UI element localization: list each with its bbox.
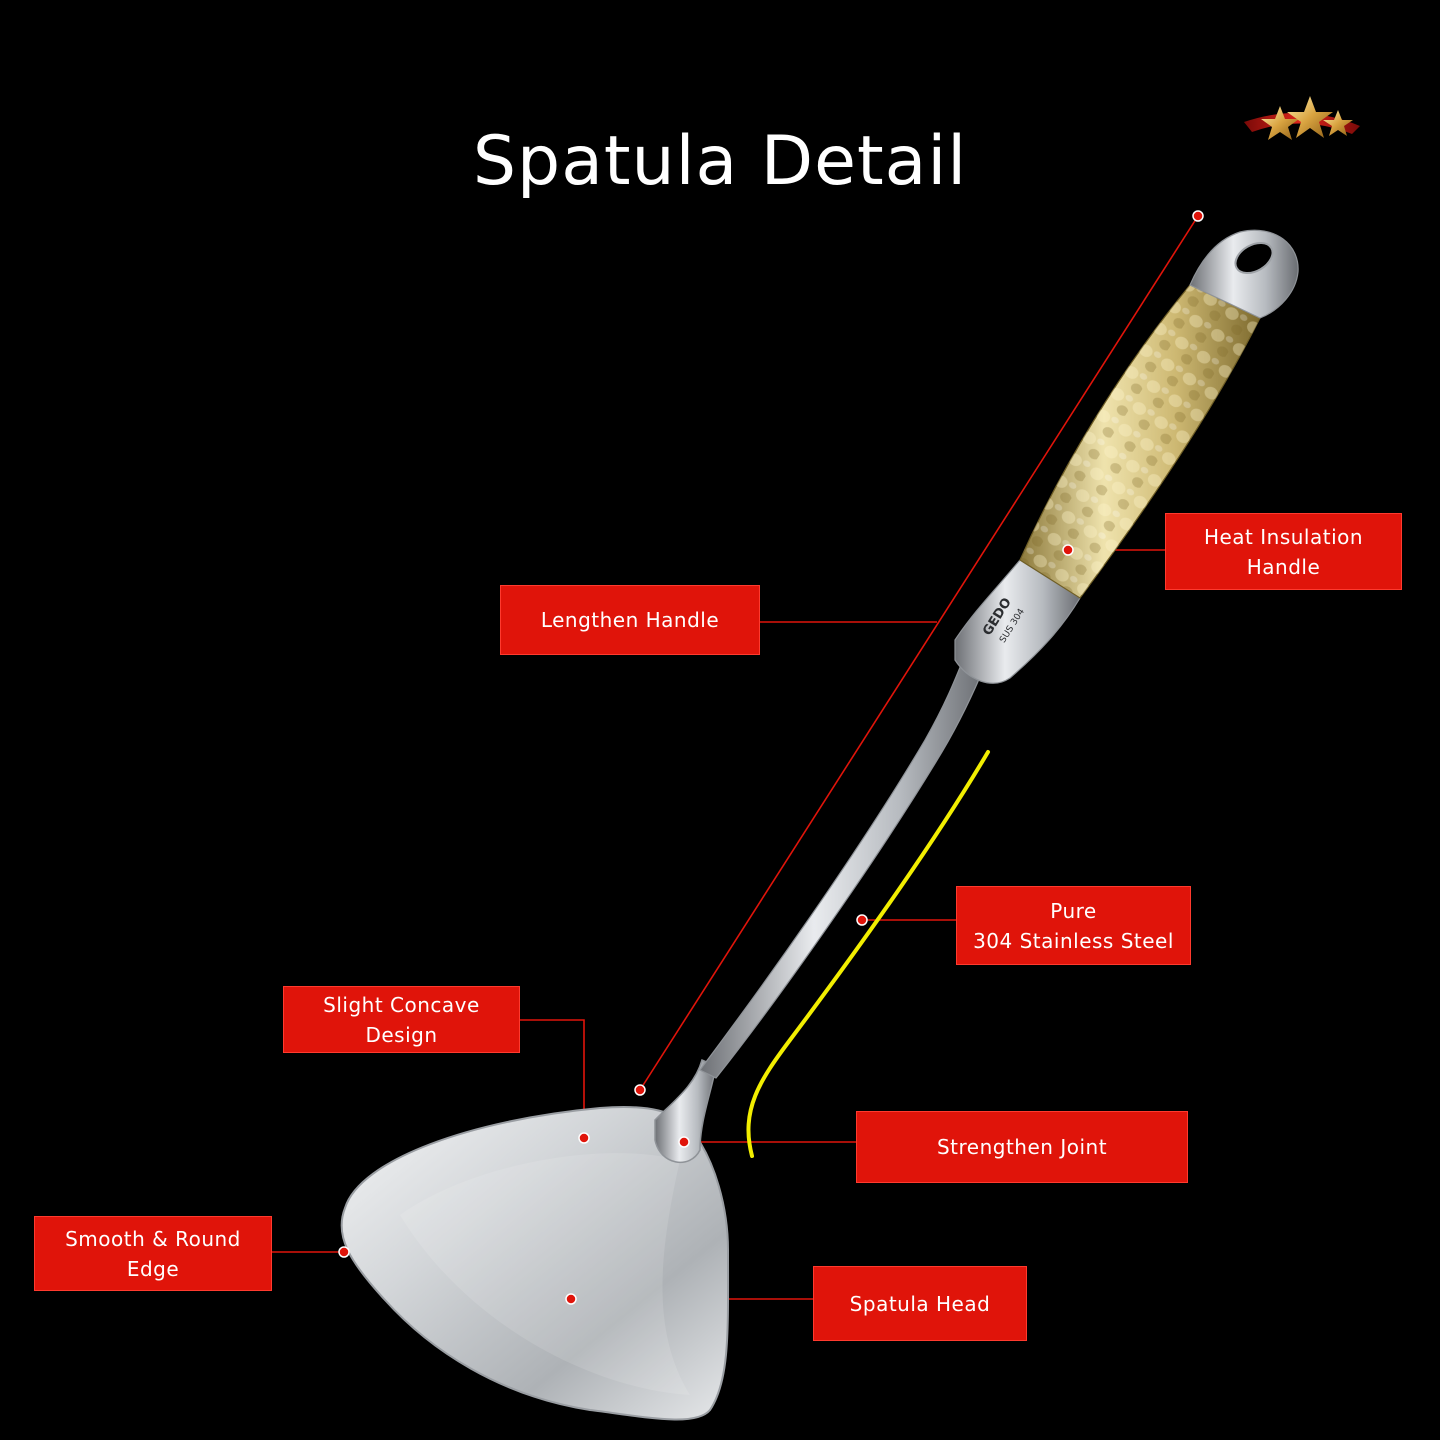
callout-label: Heat Insulation bbox=[1203, 524, 1364, 549]
callout-label: Strengthen Joint bbox=[936, 1135, 1108, 1159]
callout-label: Spatula Head bbox=[849, 1291, 991, 1316]
callout-spatula-head: Spatula Head bbox=[813, 1266, 1027, 1341]
callout-label: Pure bbox=[1050, 898, 1097, 923]
spatula-head-shape bbox=[340, 1106, 730, 1421]
steel-highlight-line bbox=[746, 750, 990, 1158]
stars-ribbon-logo-icon bbox=[1244, 96, 1360, 140]
callout-label: Handle bbox=[1246, 554, 1321, 579]
callout-pure-304-stainless-steel: Pure 304 Stainless Steel bbox=[956, 886, 1191, 965]
callout-label: Slight Concave Design bbox=[323, 992, 480, 1047]
callout-lengthen-handle: Lengthen Handle bbox=[500, 585, 760, 655]
callout-label: Smooth & Round bbox=[65, 1226, 241, 1251]
callout-label: Edge bbox=[126, 1256, 180, 1281]
callout-slight-concave-design: Slight Concave Design bbox=[283, 986, 520, 1053]
callout-strengthen-joint: Strengthen Joint bbox=[856, 1111, 1188, 1183]
callout-label: Lengthen Handle bbox=[540, 608, 720, 632]
callout-smooth-round-edge: Smooth & Round Edge bbox=[34, 1216, 272, 1291]
page-title: Spatula Detail bbox=[472, 122, 968, 201]
callout-label: 304 Stainless Steel bbox=[973, 928, 1174, 953]
callout-heat-insulation-handle: Heat Insulation Handle bbox=[1165, 513, 1402, 590]
